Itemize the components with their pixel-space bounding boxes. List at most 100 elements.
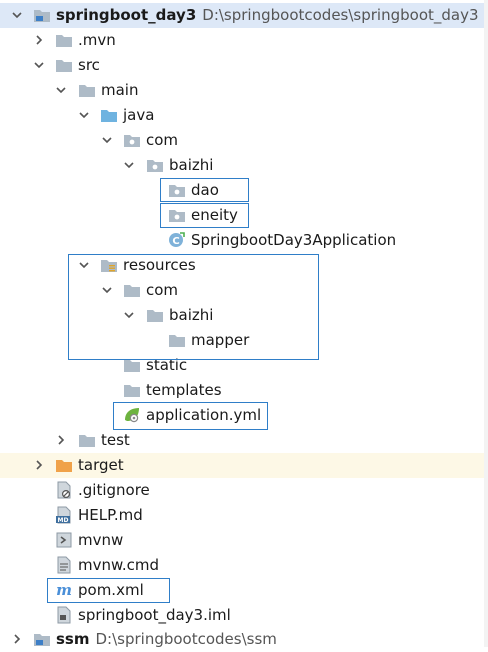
tree-row-mvnw-cmd[interactable]: mvnw.cmd [0,553,488,578]
folder-icon [55,32,73,48]
tree-row-resources[interactable]: resources [0,253,488,278]
module-folder-icon [33,631,51,647]
tree-row-test[interactable]: test [0,428,488,453]
tree-label-templates: templates [146,381,222,399]
root-path: D:\springbootcodes\springboot_day3 [202,6,479,24]
tree-label-src: src [78,56,100,74]
tree-row-res-com[interactable]: com [0,278,488,303]
chevron-down-icon[interactable] [100,133,114,147]
excluded-folder-icon [55,457,73,473]
tree-row-application-class[interactable]: C SpringbootDay3Application [0,228,488,253]
script-file-icon [55,532,73,548]
tree-row-mapper[interactable]: mapper [0,328,488,353]
chevron-down-icon[interactable] [77,258,91,272]
tree-row-iml[interactable]: springboot_day3.iml [0,603,488,628]
tree-row-mvnw[interactable]: mvnw [0,528,488,553]
folder-icon [123,357,141,373]
chevron-down-icon[interactable] [10,8,24,22]
tree-row-java[interactable]: java [0,103,488,128]
svg-text:C: C [172,236,179,247]
tree-label-mvnw: mvnw [78,531,124,549]
chevron-right-icon[interactable] [10,632,24,646]
tree-label-java: java [123,106,155,124]
root-name: springboot_day3 [56,6,197,24]
chevron-right-icon[interactable] [32,458,46,472]
tree-label-res-baizhi: baizhi [169,306,214,324]
folder-icon [123,282,141,298]
tree-label-mvn: .mvn [78,31,116,49]
ssm-name: ssm [56,630,90,648]
package-icon [123,132,141,148]
tree-row-baizhi[interactable]: baizhi [0,153,488,178]
tree-row-res-baizhi[interactable]: baizhi [0,303,488,328]
module-file-icon [55,606,73,624]
maven-icon: m [55,582,73,598]
tree-label-static: static [146,356,188,374]
tree-row-target[interactable]: target [0,453,488,478]
resources-root-icon [100,257,118,273]
tree-label-test: test [101,431,130,449]
package-icon [146,157,164,173]
tree-label-pom-xml: pom.xml [78,581,144,599]
svg-text:m: m [56,582,72,598]
source-root-icon [100,107,118,123]
tree-label-main: main [101,81,139,99]
chevron-down-icon[interactable] [32,58,46,72]
tree-row-main[interactable]: main [0,78,488,103]
folder-icon [55,57,73,73]
tree-label-iml: springboot_day3.iml [78,606,231,624]
tree-row-static[interactable]: static [0,353,488,378]
tree-label-resources: resources [123,256,196,274]
folder-icon [146,307,164,323]
tree-label-dao: dao [191,181,219,199]
ignore-file-icon [55,481,73,499]
tree-row-com[interactable]: com [0,128,488,153]
chevron-down-icon[interactable] [122,308,136,322]
root-module-label: springboot_day3 D:\springbootcodes\spring… [56,6,479,25]
spring-config-icon [123,407,141,423]
folder-icon [78,82,96,98]
tree-row-dao[interactable]: dao [0,178,488,203]
chevron-down-icon[interactable] [77,108,91,122]
tree-label-mvnw-cmd: mvnw.cmd [78,556,160,574]
tree-label-gitignore: .gitignore [78,481,150,499]
ssm-path: D:\springbootcodes\ssm [95,630,277,648]
tree-row-src[interactable]: src [0,53,488,78]
tree-row-root[interactable]: springboot_day3 D:\springbootcodes\spring… [0,3,488,28]
tree-row-pom-xml[interactable]: m pom.xml [0,578,488,603]
module-folder-icon [33,7,51,23]
tree-row-help-md[interactable]: MD HELP.md [0,503,488,528]
tree-row-gitignore[interactable]: .gitignore [0,478,488,503]
chevron-down-icon[interactable] [122,158,136,172]
tree-label-application-class: SpringbootDay3Application [191,231,397,249]
tree-label-res-com: com [146,281,179,299]
tree-label-com: com [146,131,179,149]
tree-row-templates[interactable]: templates [0,378,488,403]
tree-label-application-yml: application.yml [146,406,262,424]
scrollbar-track[interactable] [484,0,488,647]
chevron-right-icon[interactable] [54,433,68,447]
tree-label-baizhi: baizhi [169,156,214,174]
svg-text:MD: MD [58,517,69,524]
spring-class-icon: C [168,232,186,248]
folder-icon [123,382,141,398]
tree-row-mvn[interactable]: .mvn [0,28,488,53]
tree-label-target: target [78,456,124,474]
ssm-module-label: ssm D:\springbootcodes\ssm [56,630,277,649]
text-file-icon [55,556,73,574]
tree-label-mapper: mapper [191,331,250,349]
chevron-down-icon[interactable] [54,83,68,97]
markdown-file-icon: MD [55,506,73,524]
tree-row-eneity[interactable]: eneity [0,203,488,228]
package-icon [168,182,186,198]
tree-row-ssm[interactable]: ssm D:\springbootcodes\ssm [0,627,488,652]
folder-icon [78,432,96,448]
folder-icon [168,332,186,348]
tree-label-help-md: HELP.md [78,506,143,524]
tree-label-eneity: eneity [191,206,238,224]
chevron-right-icon[interactable] [32,33,46,47]
tree-row-application-yml[interactable]: application.yml [0,403,488,428]
chevron-down-icon[interactable] [100,283,114,297]
package-icon [168,207,186,223]
